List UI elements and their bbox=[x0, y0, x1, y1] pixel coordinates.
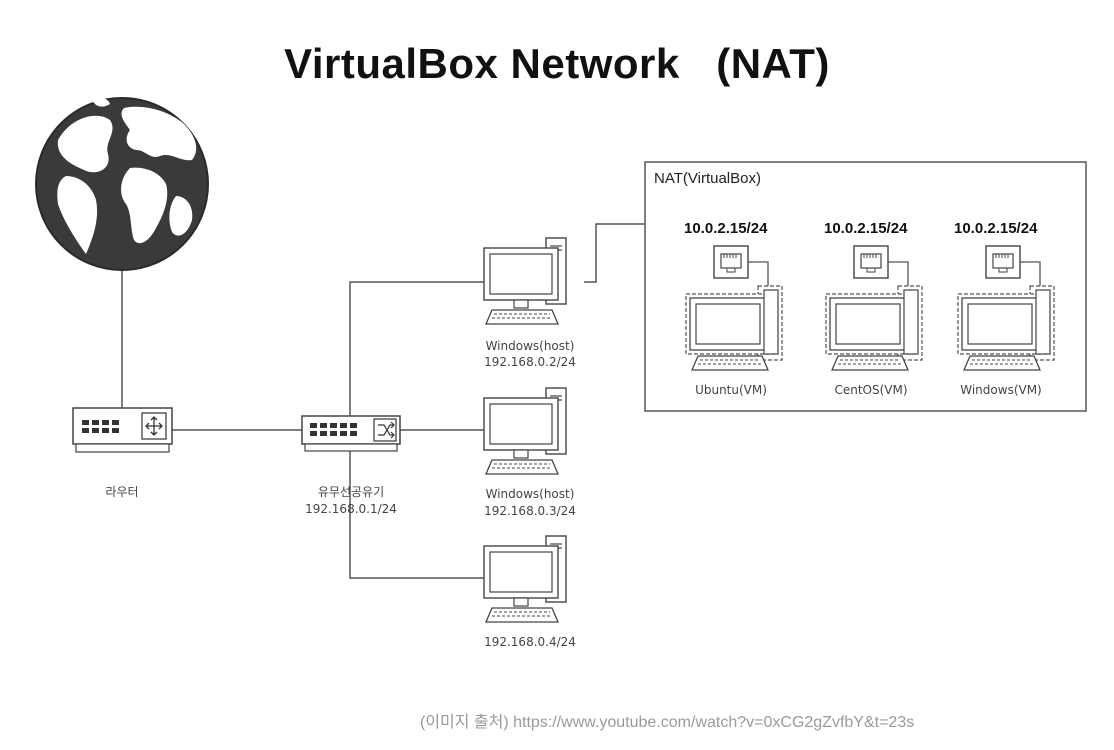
link-switch-host3 bbox=[349, 444, 484, 579]
vm-centos-ip: 10.0.2.15/24 bbox=[824, 220, 908, 237]
computer-icon bbox=[685, 285, 783, 371]
computer-icon bbox=[957, 285, 1055, 371]
vm-windows-name: Windows(VM) bbox=[960, 383, 1042, 397]
nat-box-label: NAT(VirtualBox) bbox=[654, 170, 761, 187]
vm-windows-ip: 10.0.2.15/24 bbox=[954, 220, 1038, 237]
image-credit: (이미지 출처) https://www.youtube.com/watch?v… bbox=[420, 714, 915, 731]
switch-icon bbox=[301, 415, 401, 452]
computer-icon bbox=[483, 535, 567, 623]
host-computer-2 bbox=[483, 387, 567, 475]
switch-ip: 192.168.0.1/24 bbox=[305, 502, 397, 516]
link-switch-host1 bbox=[349, 281, 484, 416]
host-1-name: Windows(host) bbox=[485, 339, 575, 353]
link-host1-nat bbox=[584, 223, 645, 283]
computer-icon bbox=[825, 285, 923, 371]
computer-icon bbox=[483, 387, 567, 475]
network-port-icon bbox=[713, 245, 749, 279]
vm-ubuntu-ip: 10.0.2.15/24 bbox=[684, 220, 768, 237]
router-label: 라우터 bbox=[105, 485, 139, 499]
host-2-ip: 192.168.0.3/24 bbox=[484, 504, 576, 518]
vm-ubuntu-name: Ubuntu(VM) bbox=[695, 383, 767, 397]
host-computer-1 bbox=[483, 237, 567, 325]
network-port-icon bbox=[985, 245, 1021, 279]
host-computer-3 bbox=[483, 535, 567, 623]
vm-centos-name: CentOS(VM) bbox=[834, 383, 908, 397]
host-3-ip: 192.168.0.4/24 bbox=[484, 635, 576, 649]
router-icon bbox=[72, 407, 173, 453]
computer-icon bbox=[483, 237, 567, 325]
host-2-name: Windows(host) bbox=[485, 487, 575, 501]
connection-lines bbox=[121, 223, 645, 579]
host-1-ip: 192.168.0.2/24 bbox=[484, 355, 576, 369]
network-port-icon bbox=[853, 245, 889, 279]
switch-name: 유무선공유기 bbox=[317, 485, 385, 499]
vm-centos bbox=[825, 245, 923, 371]
vm-windows bbox=[957, 245, 1055, 371]
nat-box bbox=[644, 161, 1087, 412]
globe-icon bbox=[35, 97, 209, 271]
diagram-title: VirtualBox Network (NAT) bbox=[284, 40, 830, 87]
vm-ubuntu bbox=[685, 245, 783, 371]
